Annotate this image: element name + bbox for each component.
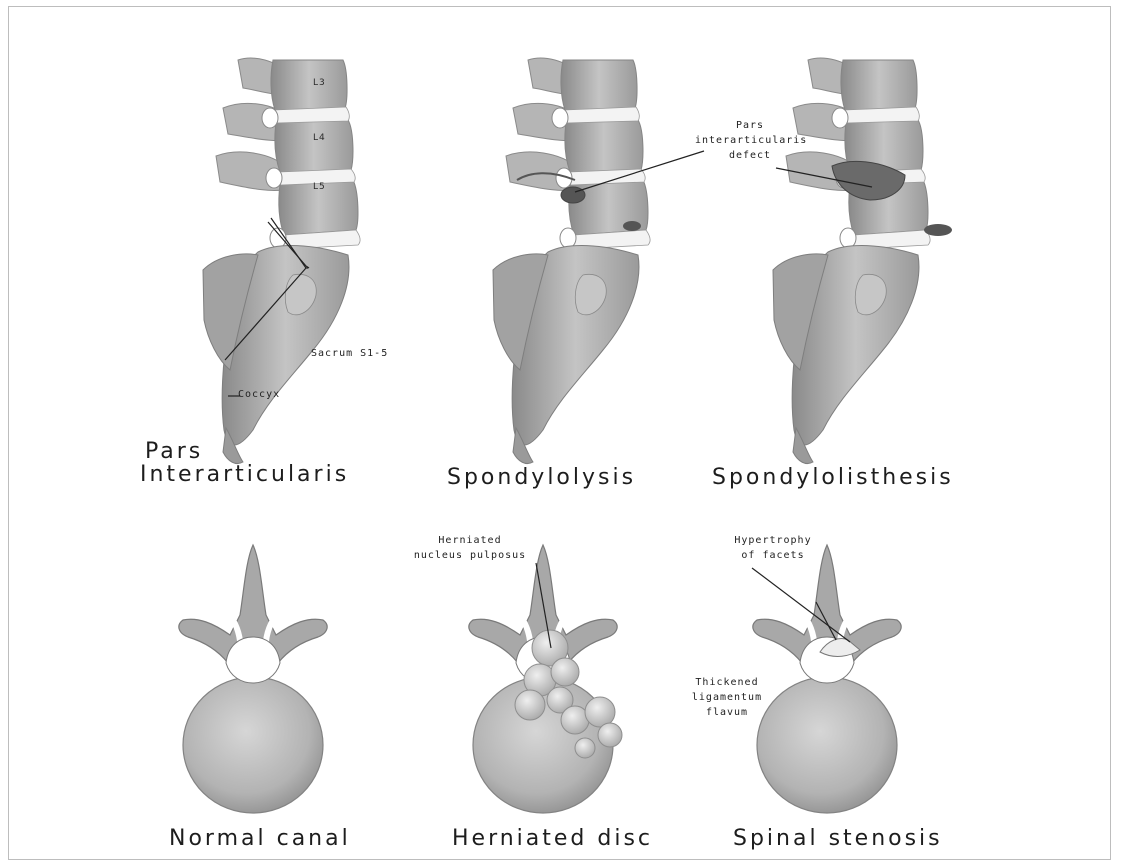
label-hypertrophy-line1: Hypertrophy — [718, 533, 828, 548]
caption-pars-interarticularis: Pars Interarticularis — [140, 440, 380, 486]
label-pars-defect-line1: Pars — [695, 118, 805, 133]
label-sacrum: Sacrum S1-5 — [311, 348, 388, 359]
caption-spinal-stenosis: Spinal stenosis — [733, 826, 943, 851]
label-herniated-line1: Herniated — [380, 533, 560, 548]
label-pars-defect-line3: defect — [695, 148, 805, 163]
caption-spondylolysis: Spondylolysis — [447, 465, 636, 490]
label-thickened-line2: ligamentum — [672, 690, 782, 705]
label-herniated-nucleus: Herniated nucleus pulposus — [380, 533, 560, 563]
caption-pars-line1: Pars — [140, 440, 380, 463]
label-pars-defect: Pars interarticularis defect — [695, 118, 805, 163]
label-hypertrophy: Hypertrophy of facets — [718, 533, 828, 563]
caption-normal-canal: Normal canal — [169, 826, 351, 851]
label-thickened-line3: flavum — [672, 705, 782, 720]
label-l5: L5 — [313, 182, 326, 192]
label-thickened-line1: Thickened — [672, 675, 782, 690]
caption-herniated-disc: Herniated disc — [452, 826, 653, 851]
label-hypertrophy-line2: of facets — [718, 548, 828, 563]
label-l3: L3 — [313, 78, 326, 88]
label-coccyx: Coccyx — [238, 389, 280, 400]
label-l4: L4 — [313, 133, 326, 143]
label-herniated-line2: nucleus pulposus — [380, 548, 560, 563]
label-thickened-flavum: Thickened ligamentum flavum — [672, 675, 782, 720]
caption-pars-line2: Interarticularis — [140, 463, 380, 486]
label-pars-defect-line2: interarticularis — [695, 133, 805, 148]
caption-spondylolisthesis: Spondylolisthesis — [712, 465, 954, 490]
